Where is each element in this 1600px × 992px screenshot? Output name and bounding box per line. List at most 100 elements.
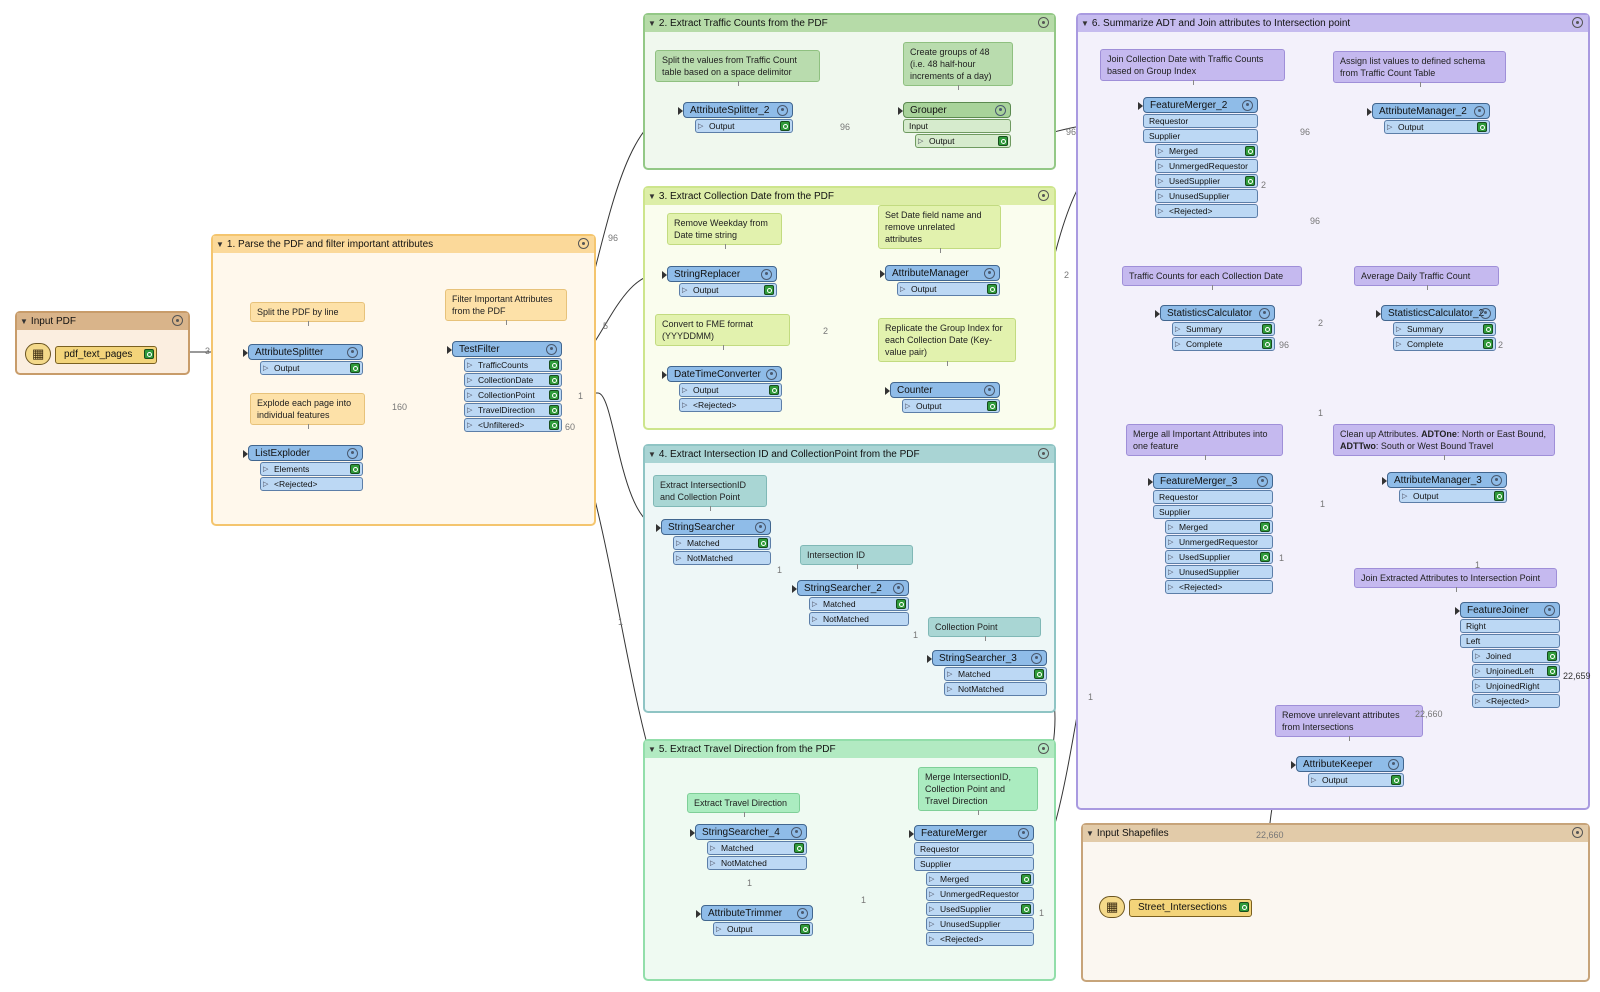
transformer-attributekeeper[interactable]: AttributeKeeper Output [1291,756,1404,787]
inspect-icon[interactable] [769,385,779,395]
port-output[interactable]: Output [679,383,782,397]
transformer-attributemanager-2[interactable]: AttributeManager_2 Output [1367,103,1490,134]
port-notmatched[interactable]: NotMatched [707,856,807,870]
inspect-icon[interactable] [549,420,559,430]
port-unjoinedleft[interactable]: UnjoinedLeft [1472,664,1560,678]
port-output[interactable]: Output [1399,489,1507,503]
gear-icon[interactable] [1031,652,1042,664]
gear-icon[interactable] [1038,743,1049,754]
port-notmatched[interactable]: NotMatched [944,682,1047,696]
inspect-icon[interactable] [1245,176,1255,186]
port-output[interactable]: Output [915,134,1011,148]
port-notmatched[interactable]: NotMatched [673,551,771,565]
transformer-datetimeconverter[interactable]: DateTimeConverter Output <Rejected> [662,366,782,412]
annotation[interactable]: Create groups of 48 (i.e. 48 half-hour i… [903,42,1013,90]
inspect-icon[interactable] [1238,902,1249,912]
gear-icon[interactable] [791,826,802,838]
port-collectionpoint[interactable]: CollectionPoint [464,388,562,402]
gear-icon[interactable] [578,238,589,249]
inspect-icon[interactable] [800,924,810,934]
collapse-icon[interactable]: ▼ [648,745,656,754]
gear-icon[interactable] [1544,604,1555,616]
annotation[interactable]: Replicate the Group Index for each Colle… [878,318,1016,366]
reader-shp[interactable]: Street_Intersections [1099,896,1252,918]
transformer-featuremerger-2[interactable]: FeatureMerger_2 Requestor Supplier Merge… [1138,97,1258,218]
inspect-icon[interactable] [350,363,360,373]
transformer-featurejoiner[interactable]: FeatureJoiner Right Left Joined Unjoined… [1455,602,1560,708]
transformer-featuremerger[interactable]: FeatureMerger Requestor Supplier Merged … [909,825,1034,946]
gear-icon[interactable] [546,343,557,355]
port-output[interactable]: Output [897,282,1000,296]
port-output[interactable]: Output [713,922,813,936]
port-unusedsupplier[interactable]: UnusedSupplier [1165,565,1273,579]
transformer-grouper[interactable]: Grouper Input Output [898,102,1011,148]
inspect-icon[interactable] [1262,324,1272,334]
port-output[interactable]: Output [695,119,793,133]
inspect-icon[interactable] [794,843,804,853]
port-rejected[interactable]: <Rejected> [1165,580,1273,594]
inspect-icon[interactable] [549,360,559,370]
annotation[interactable]: Traffic Counts for each Collection Date [1122,266,1302,290]
gear-icon[interactable] [1038,448,1049,459]
gear-icon[interactable] [172,315,183,326]
port-matched[interactable]: Matched [944,667,1047,681]
transformer-stringreplacer[interactable]: StringReplacer Output [662,266,777,297]
collapse-icon[interactable]: ▼ [1086,829,1094,838]
gear-icon[interactable] [1480,307,1491,319]
gear-icon[interactable] [1259,307,1270,319]
reader-pdf[interactable]: pdf_text_pages [25,343,165,365]
gear-icon[interactable] [797,907,808,919]
gear-icon[interactable] [755,521,766,533]
inspect-icon[interactable] [1021,874,1031,884]
annotation[interactable]: Explode each page into individual featur… [250,393,365,429]
port-output[interactable]: Output [679,283,777,297]
inspect-icon[interactable] [1262,339,1272,349]
gear-icon[interactable] [1018,827,1029,839]
gear-icon[interactable] [1388,758,1399,770]
port-unjoinedright[interactable]: UnjoinedRight [1472,679,1560,693]
inspect-icon[interactable] [1260,522,1270,532]
port-output[interactable]: Output [260,361,363,375]
inspect-icon[interactable] [1483,324,1493,334]
annotation[interactable]: Clean up Attributes. ADTOne: North or Ea… [1333,424,1555,460]
collapse-icon[interactable]: ▼ [648,19,656,28]
inspect-icon[interactable] [144,349,155,359]
inspect-icon[interactable] [1260,552,1270,562]
port-requestor[interactable]: Requestor [914,842,1034,856]
inspect-icon[interactable] [1021,904,1031,914]
gear-icon[interactable] [1038,190,1049,201]
gear-icon[interactable] [1572,827,1583,838]
transformer-attributemanager[interactable]: AttributeManager Output [880,265,1000,296]
port-output[interactable]: Output [1308,773,1404,787]
inspect-icon[interactable] [1391,775,1401,785]
transformer-stringsearcher-4[interactable]: StringSearcher_4 Matched NotMatched [690,824,807,870]
gear-icon[interactable] [777,104,788,116]
annotation[interactable]: Merge all Important Attributes into one … [1126,424,1283,460]
transformer-listexploder[interactable]: ListExploder Elements <Rejected> [243,445,363,491]
port-matched[interactable]: Matched [707,841,807,855]
gear-icon[interactable] [893,582,904,594]
port-unmergedrequestor[interactable]: UnmergedRequestor [926,887,1034,901]
inspect-icon[interactable] [987,401,997,411]
transformer-statisticscalculator-2[interactable]: StatisticsCalculator_2 Summary Complete [1376,305,1496,351]
port-summary[interactable]: Summary [1172,322,1275,336]
gear-icon[interactable] [984,267,995,279]
port-merged[interactable]: Merged [926,872,1034,886]
annotation[interactable]: Split the values from Traffic Count tabl… [655,50,820,86]
annotation[interactable]: Filter Important Attributes from the PDF [445,289,567,325]
collapse-icon[interactable]: ▼ [20,317,28,326]
port-supplier[interactable]: Supplier [1143,129,1258,143]
port-elements[interactable]: Elements [260,462,363,476]
port-merged[interactable]: Merged [1165,520,1273,534]
port-matched[interactable]: Matched [673,536,771,550]
collapse-icon[interactable]: ▼ [648,450,656,459]
gear-icon[interactable] [1491,474,1502,486]
gear-icon[interactable] [761,268,772,280]
annotation[interactable]: Join Extracted Attributes to Intersectio… [1354,568,1557,592]
inspect-icon[interactable] [896,599,906,609]
annotation[interactable]: Join Collection Date with Traffic Counts… [1100,49,1285,85]
annotation[interactable]: Average Daily Traffic Count [1354,266,1499,290]
port-input[interactable]: Input [903,119,1011,133]
gear-icon[interactable] [1572,17,1583,28]
annotation[interactable]: Assign list values to defined schema fro… [1333,51,1506,87]
